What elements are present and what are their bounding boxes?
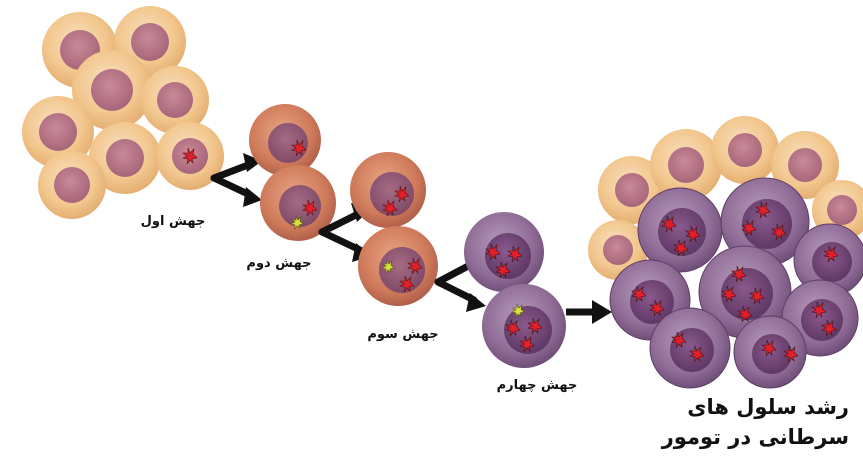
mutated-cell bbox=[350, 152, 426, 228]
second-mutation-cells bbox=[249, 104, 336, 241]
mutated-cell bbox=[249, 104, 321, 176]
second-mutation-label: جهش دوم bbox=[238, 256, 320, 271]
title-line-1: رشد سلول های bbox=[629, 392, 849, 422]
normal-cell bbox=[38, 151, 106, 219]
third-mutation-label: جهش سوم bbox=[362, 327, 444, 342]
cancer-cell bbox=[464, 212, 544, 292]
fourth-mutation-label: جهش چهارم bbox=[490, 378, 584, 393]
tumor-mass bbox=[588, 116, 863, 388]
arrow-to-tumor bbox=[566, 300, 612, 324]
first-mutation-label: جهش اول bbox=[132, 214, 214, 229]
mutated-cell bbox=[358, 226, 438, 306]
fourth-mutation-cells bbox=[464, 212, 566, 368]
title-line-2: سرطانی در تومور bbox=[629, 422, 849, 452]
cancer-cell bbox=[482, 284, 566, 368]
cancer-cell bbox=[638, 188, 722, 272]
tumor-growth-title: رشد سلول های سرطانی در تومور bbox=[629, 392, 849, 452]
third-mutation-cells bbox=[350, 152, 438, 306]
normal-cell-cluster bbox=[22, 6, 224, 219]
cancer-cell bbox=[650, 308, 730, 388]
normal-cell bbox=[711, 116, 779, 184]
